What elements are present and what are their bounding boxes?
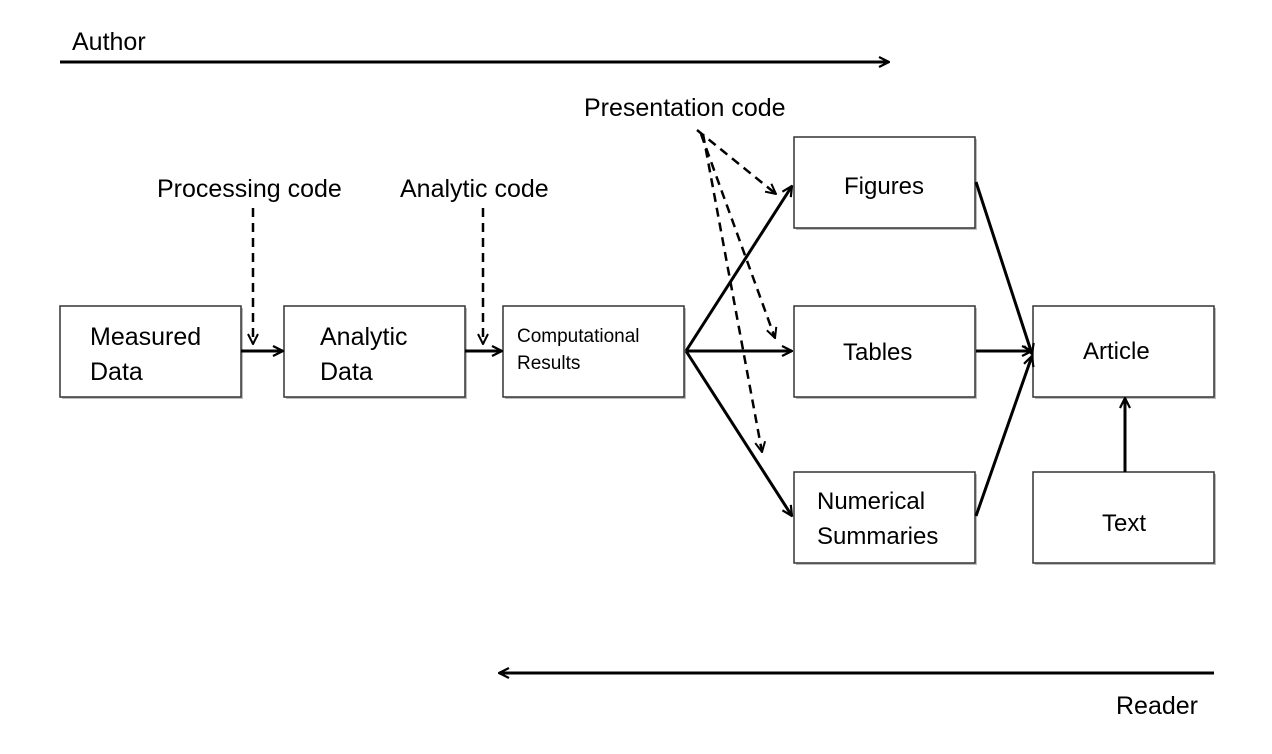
tables-label: Tables (843, 339, 912, 366)
presentation-code-label: Presentation code (584, 94, 786, 122)
analytic-data-line1: Analytic (320, 323, 408, 351)
analytic-data-box: Analytic Data (283, 305, 466, 398)
measured-data-line1: Measured (90, 323, 201, 351)
numerical-summaries-line2: Summaries (817, 523, 938, 550)
numerical-summaries-line1: Numerical (817, 488, 925, 515)
measured-data-line2: Data (90, 358, 143, 386)
article-label: Article (1083, 338, 1150, 365)
text-label: Text (1102, 510, 1146, 537)
computational-to-summaries-arrow (684, 350, 792, 516)
author-label: Author (72, 28, 146, 56)
reader-label: Reader (1116, 692, 1198, 720)
computational-results-line1: Computational (517, 326, 640, 347)
presentation-to-figures-arrow (696, 129, 776, 194)
figures-box: Figures (793, 136, 976, 229)
analytic-data-line2: Data (320, 358, 373, 386)
computational-results-box: Computational Results (502, 305, 685, 398)
article-box: Article (1032, 305, 1215, 398)
computational-results-line2: Results (517, 353, 580, 374)
analytic-code-label: Analytic code (400, 175, 549, 203)
measured-data-box: Measured Data (59, 305, 242, 398)
text-box: Text (1032, 471, 1215, 564)
numerical-summaries-box: Numerical Summaries (793, 471, 976, 564)
computational-to-figures-arrow (684, 186, 792, 352)
processing-code-label: Processing code (157, 175, 342, 203)
figures-label: Figures (844, 173, 924, 200)
summaries-to-article-arrow (974, 356, 1032, 517)
presentation-to-summaries-arrow (701, 133, 762, 452)
figures-to-article-arrow (974, 181, 1032, 354)
presentation-to-tables-arrow (699, 133, 775, 338)
tables-box: Tables (793, 305, 976, 398)
